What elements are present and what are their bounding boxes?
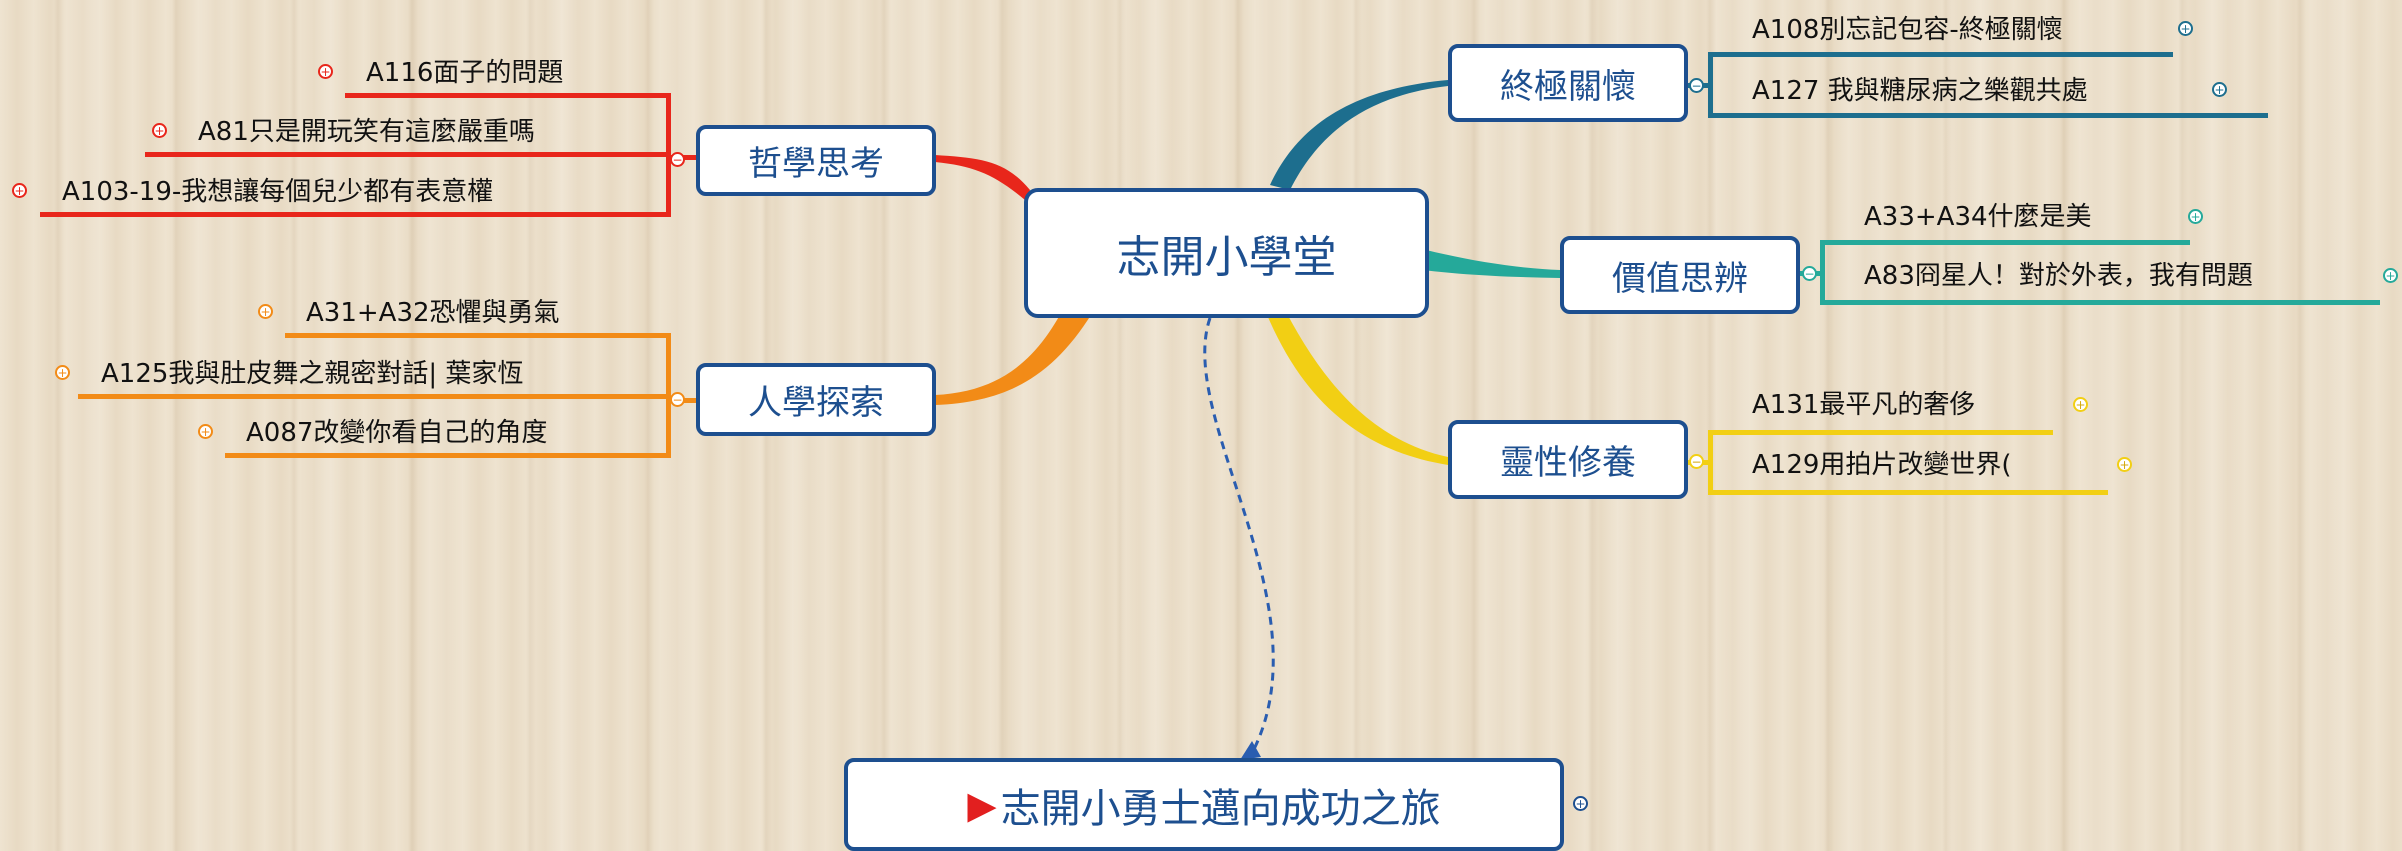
link-ultimate [1270,80,1448,190]
collapse-toggle-human[interactable]: − [670,392,685,407]
leaf-item[interactable]: A33+A34什麼是美 [1864,202,2092,232]
leaf-underline [1708,430,2053,435]
expand-toggle[interactable]: + [318,64,333,79]
journey-node-label: 志開小勇士邁向成功之旅 [1000,785,1441,832]
expand-toggle[interactable]: + [2383,268,2398,283]
leaf-item[interactable]: A116面子的問題 [366,58,564,88]
expand-toggle[interactable]: + [12,183,27,198]
topic-spiritual-cultivation[interactable]: 靈性修養 [1448,420,1688,499]
link-journey [1203,317,1275,758]
collapse-toggle-spiritual[interactable]: − [1689,454,1704,469]
leaf-underline [1820,240,2190,245]
link-journey-arrowhead [1240,741,1261,760]
leaf-item[interactable]: A31+A32恐懼與勇氣 [306,298,560,328]
link-philosophy [935,155,1030,200]
leaf-item[interactable]: A129用拍片改變世界( [1752,450,2012,480]
leaf-item[interactable]: A125我與肚皮舞之親密對話| 葉家恆 [101,359,524,389]
leaf-underline [1820,300,2380,305]
central-topic[interactable]: 志開小學堂 [1024,188,1429,318]
leaf-bracket [1708,52,1713,117]
leaf-underline [285,333,670,338]
collapse-toggle-philosophy[interactable]: − [670,152,685,167]
leaf-item[interactable]: A108別忘記包容-終極關懷 [1752,15,2063,45]
link-human [935,295,1100,405]
leaf-underline [1708,52,2173,57]
red-flag-icon: ▶ [967,782,997,827]
leaf-item[interactable]: A83冏星人！對於外表，我有問題 [1864,261,2253,291]
expand-toggle[interactable]: + [2188,209,2203,224]
leaf-underline [1708,113,2268,118]
expand-toggle[interactable]: + [2073,397,2088,412]
leaf-underline [145,152,670,157]
expand-toggle[interactable]: + [55,365,70,380]
leaf-underline [1708,490,2108,495]
topic-ultimate-care[interactable]: 終極關懷 [1448,44,1688,122]
leaf-bracket [1820,240,1825,305]
link-spiritual [1265,300,1448,465]
expand-toggle[interactable]: + [2212,82,2227,97]
leaf-underline [345,93,670,98]
expand-toggle[interactable]: + [2117,457,2132,472]
expand-toggle[interactable]: + [198,424,213,439]
collapse-toggle-ultimate[interactable]: − [1689,78,1704,93]
leaf-bracket [666,333,671,458]
leaf-item[interactable]: A81只是開玩笑有這麼嚴重嗎 [198,117,535,147]
leaf-item[interactable]: A087改變你看自己的角度 [246,418,548,448]
expand-toggle[interactable]: + [2178,21,2193,36]
topic-value-debate[interactable]: 價值思辨 [1560,236,1800,314]
leaf-item[interactable]: A127 我與糖尿病之樂觀共處 [1752,76,2088,106]
leaf-bracket [1708,430,1713,495]
collapse-toggle-value[interactable]: − [1802,266,1817,281]
link-value [1390,240,1560,278]
journey-node[interactable]: ▶ 志開小勇士邁向成功之旅 [844,758,1564,851]
expand-toggle-journey[interactable]: + [1573,796,1588,811]
expand-toggle[interactable]: + [258,304,273,319]
leaf-underline [225,453,670,458]
expand-toggle[interactable]: + [152,123,167,138]
topic-philosophy[interactable]: 哲學思考 [696,125,936,196]
leaf-item[interactable]: A131最平凡的奢侈 [1752,390,1976,420]
leaf-item[interactable]: A103-19-我想讓每個兒少都有表意權 [62,177,494,207]
leaf-underline [40,212,670,217]
topic-human-exploration[interactable]: 人學探索 [696,363,936,436]
leaf-underline [78,394,670,399]
